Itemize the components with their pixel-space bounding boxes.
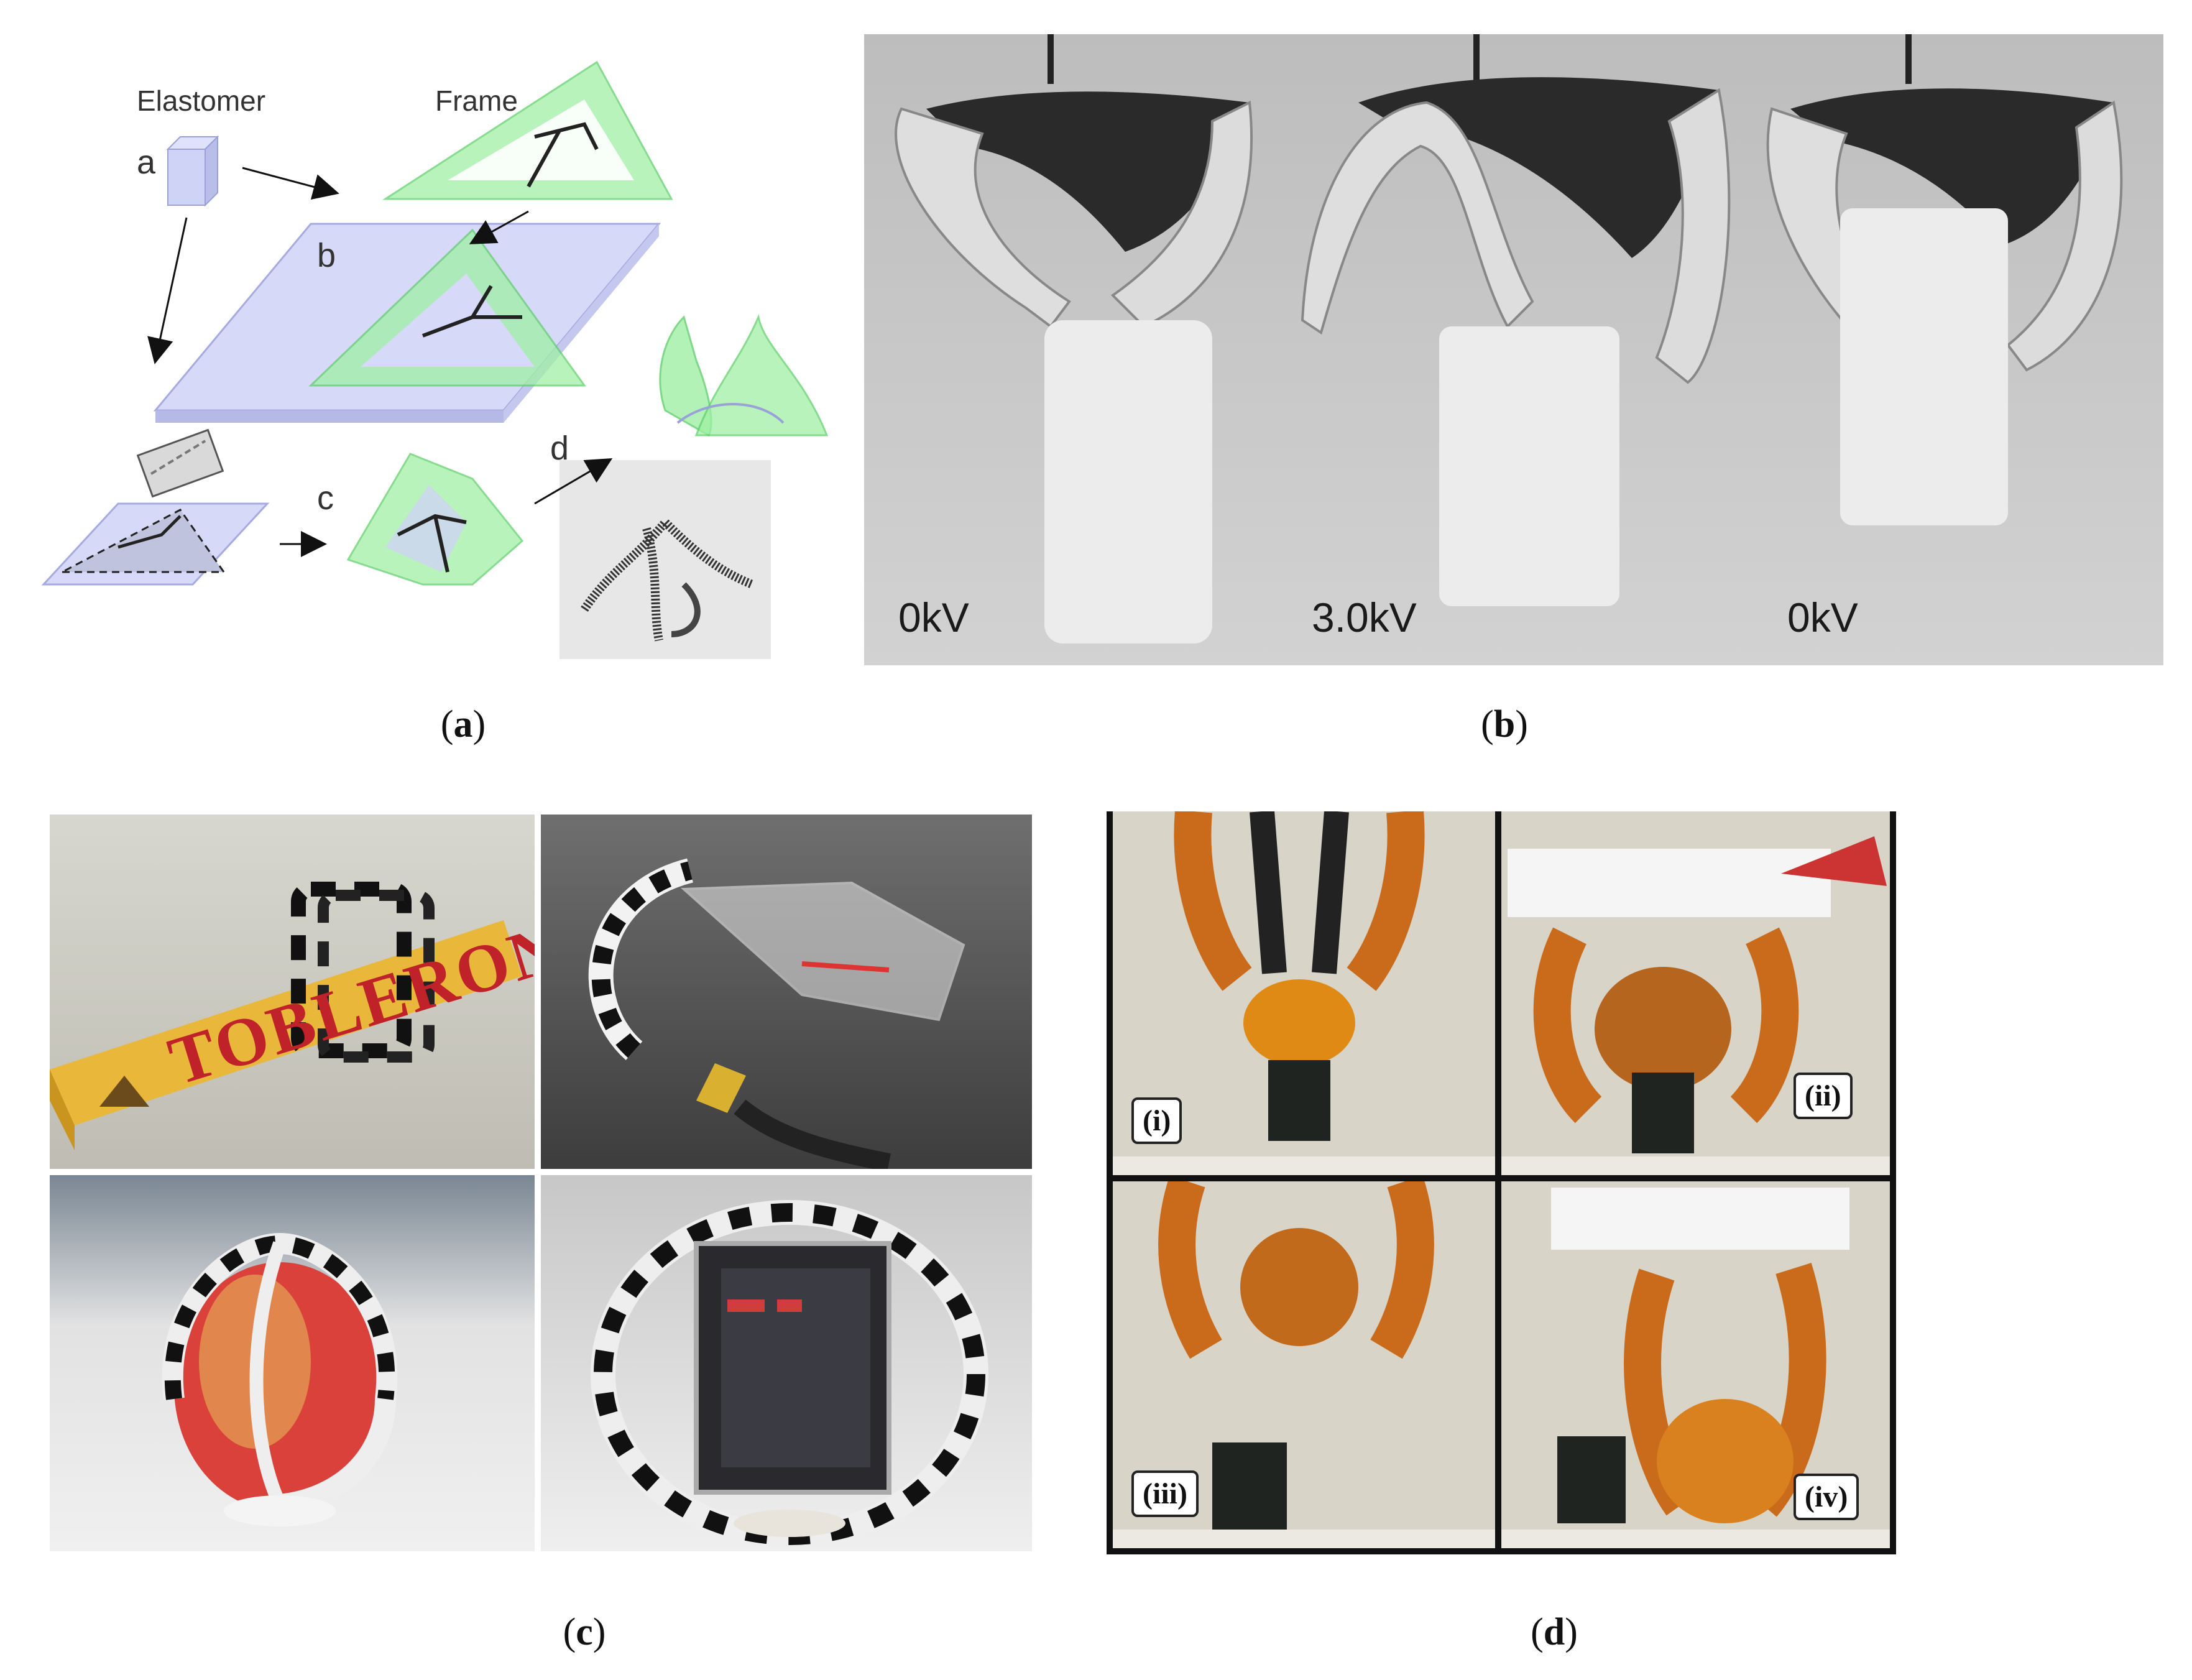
voltage-label-2: 3.0kV — [1312, 594, 1417, 640]
gripper-image-3 — [1766, 34, 2123, 525]
gripper-electrode-image — [588, 858, 965, 1169]
label-i: (i) — [1131, 1097, 1182, 1144]
folded-gripper — [346, 453, 524, 586]
final-gripper — [659, 313, 829, 437]
grasp-image-ii — [1501, 836, 1890, 1175]
caption-c: (c) — [563, 1611, 606, 1653]
green-frame-top — [382, 60, 673, 200]
panel-d: (i) (ii) (iii) — [1107, 811, 1896, 1554]
panel-c: TOBLERONE — [50, 815, 1032, 1551]
panel-a: Elastomer Frame a b c d — [37, 25, 839, 672]
grasp-image-iii — [1113, 1181, 1495, 1548]
cutting-step — [41, 428, 270, 586]
photo-frame-3kv: 3.0kV — [1284, 34, 1753, 665]
photo-cube-object — [541, 1175, 1032, 1551]
label-ii: (ii) — [1794, 1073, 1853, 1119]
gripper-image-2 — [1301, 34, 1731, 606]
subpanel-i: (i) — [1113, 811, 1495, 1175]
photo-apple — [50, 1175, 535, 1551]
arrow-frame-to-b — [469, 210, 529, 244]
arrow-a-to-frame — [242, 167, 339, 200]
grasp-image-iv — [1501, 1188, 1890, 1548]
elastomer-cube — [166, 135, 219, 207]
photo-gripper-electrode — [541, 815, 1032, 1169]
subpanel-iii: (iii) — [1113, 1181, 1495, 1548]
step-label-a: a — [137, 144, 156, 181]
subpanel-iv: (iv) — [1501, 1181, 1890, 1548]
photo-frame-0kv-2: 0kV — [1753, 34, 2163, 665]
arrow-a-down — [147, 217, 188, 364]
gripper-photo — [560, 460, 771, 659]
step-label-d: d — [550, 430, 569, 467]
step-label-b: b — [317, 237, 336, 274]
photo-frame-0kv-1: 0kV — [864, 34, 1284, 665]
voltage-label-1: 0kV — [898, 594, 969, 640]
grasp-image-i — [1113, 811, 1495, 1175]
apple-image — [162, 1232, 397, 1526]
photo-toblerone: TOBLERONE — [50, 815, 535, 1169]
label-frame: Frame — [435, 85, 518, 117]
toblerone-image — [50, 882, 522, 1150]
arrow-to-d — [534, 458, 613, 505]
fabrication-schematic — [41, 60, 829, 659]
caption-b: (b) — [1481, 703, 1528, 745]
cube-object-image — [591, 1200, 988, 1548]
caption-d: (d) — [1531, 1611, 1578, 1653]
gripper-image-1 — [895, 34, 1253, 644]
voltage-label-3: 0kV — [1787, 594, 1858, 640]
label-iv: (iv) — [1794, 1474, 1859, 1520]
elastomer-sheet — [153, 223, 661, 423]
caption-a: (a) — [440, 703, 486, 745]
panel-b: 0kV 3.0kV 0kV — [864, 34, 2163, 665]
subpanel-ii: (ii) — [1501, 811, 1890, 1175]
step-label-c: c — [317, 479, 334, 517]
label-elastomer: Elastomer — [137, 85, 266, 117]
label-iii: (iii) — [1131, 1470, 1199, 1517]
